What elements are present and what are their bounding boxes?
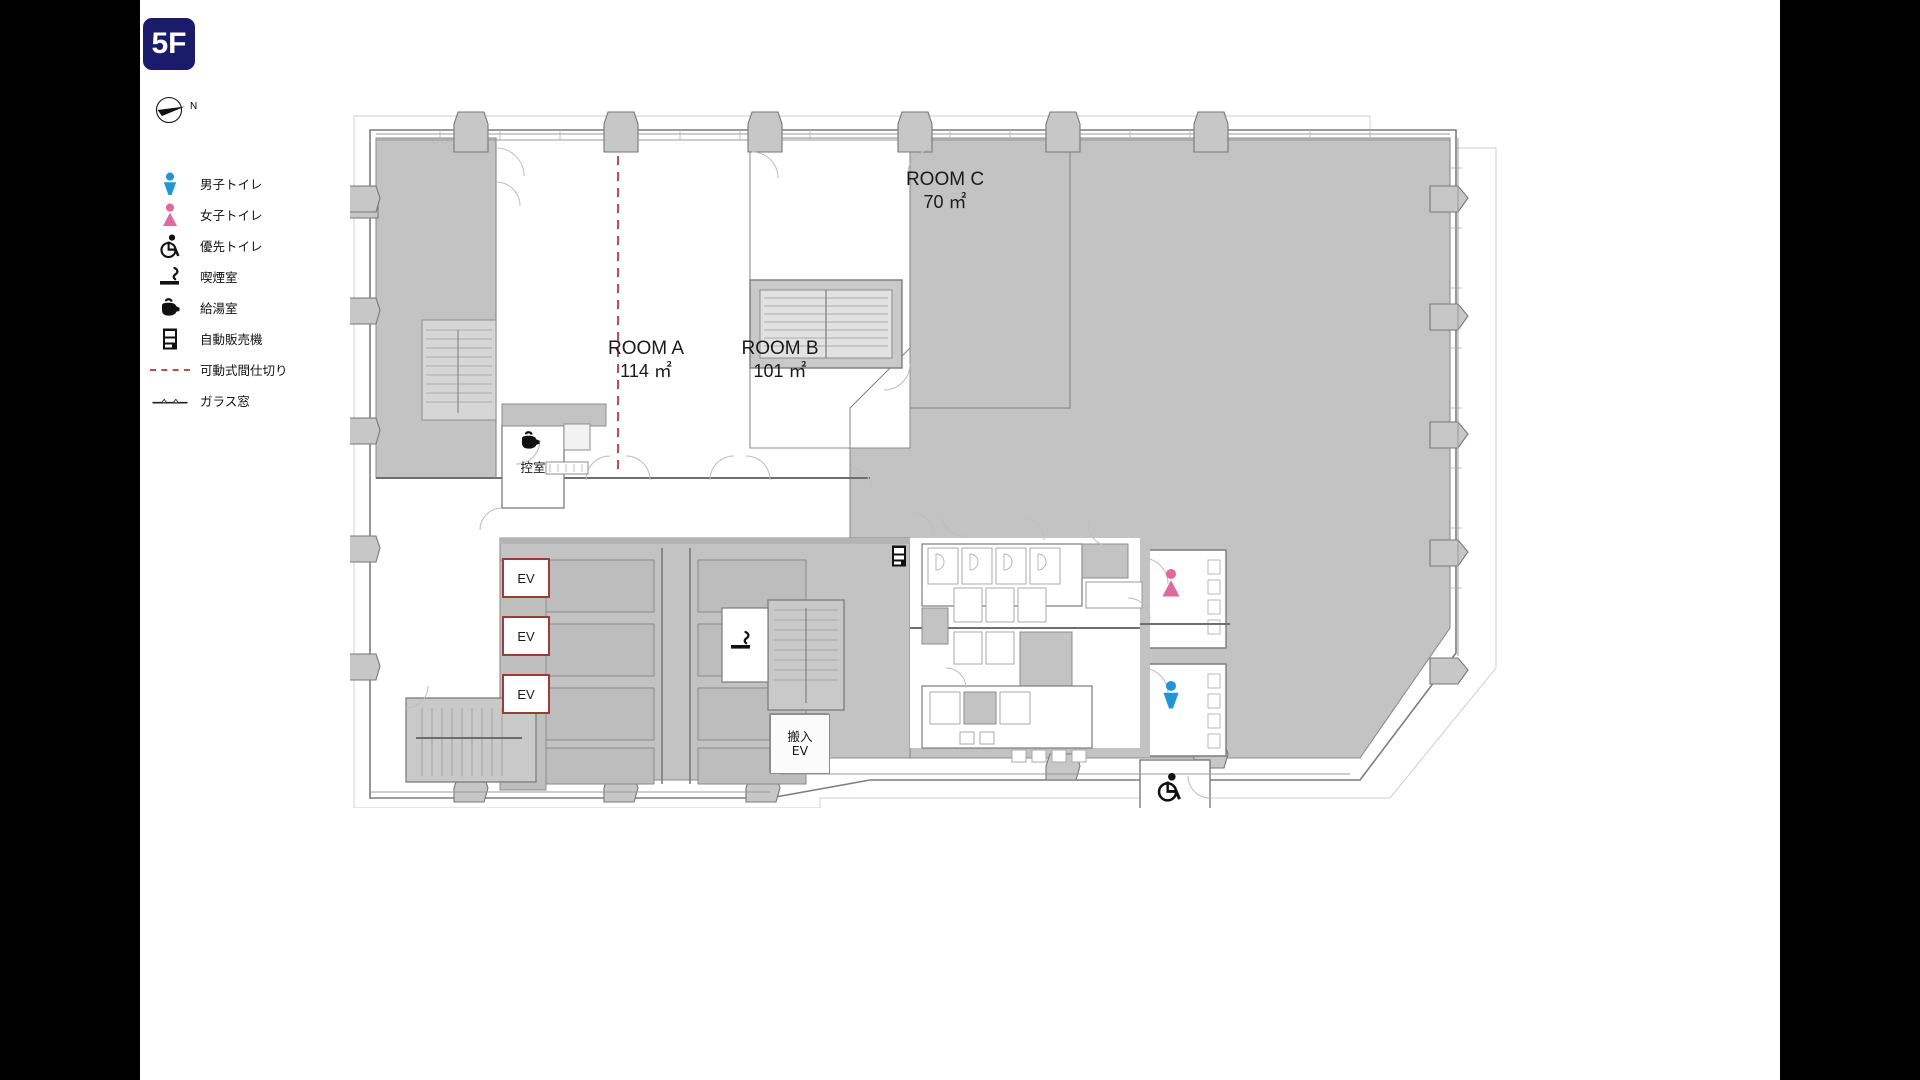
legend-label-male-restroom: 男子トイレ	[200, 177, 263, 192]
room-c-area: 70 ㎡	[923, 192, 967, 212]
legend-label-smoking-room: 喫煙室	[200, 270, 238, 285]
legend-item-smoking-room: 喫煙室	[148, 261, 388, 292]
floor-badge: 5F	[143, 18, 195, 70]
smoking-room-icon	[148, 264, 192, 290]
accessible-restroom-icon	[148, 233, 192, 259]
room-a-name: ROOM A	[607, 338, 684, 359]
plan-vector	[350, 111, 1497, 808]
dashed-line-icon	[148, 357, 192, 383]
male-restroom-icon	[148, 171, 192, 197]
room-a-area: 114 ㎡	[620, 361, 672, 381]
legend-item-female-restroom: 女子トイレ	[148, 199, 388, 230]
pantry-kettle-icon	[518, 430, 543, 452]
legend-item-movable-partition: 可動式間仕切り	[148, 354, 388, 385]
elevator-car-2[interactable]: EV	[502, 616, 550, 656]
left-letterbox-bar	[0, 0, 140, 1080]
pantry-kettle-icon	[148, 295, 192, 321]
legend: 男子トイレ 女子トイレ 優先トイレ	[148, 168, 388, 416]
legend-item-glass-window: ガラス窓	[148, 385, 388, 416]
room-b-name: ROOM B	[741, 338, 819, 359]
room-c-name: ROOM C	[905, 169, 985, 190]
vending-machine-icon	[890, 544, 908, 568]
legend-item-accessible-restroom: 優先トイレ	[148, 230, 388, 261]
freight-elevator-line1: 搬入	[787, 728, 813, 744]
legend-item-pantry: 給湯室	[148, 292, 388, 323]
floor-plan-drawing: ROOM A 114 ㎡ ROOM B 101 ㎡ ROOM C 70 ㎡ EV…	[350, 108, 1500, 808]
legend-label-vending-machine: 自動販売機	[200, 332, 263, 347]
accessible-restroom-icon	[1156, 772, 1184, 802]
legend-label-female-restroom: 女子トイレ	[200, 208, 263, 223]
elevator-car-3[interactable]: EV	[502, 674, 550, 714]
vending-machine-icon	[148, 326, 192, 352]
right-letterbox-bar	[1780, 0, 1920, 1080]
floor-badge-label: 5F	[151, 27, 187, 60]
legend-label-glass-window: ガラス窓	[200, 394, 250, 409]
legend-label-pantry: 給湯室	[200, 301, 238, 316]
legend-label-accessible-restroom: 優先トイレ	[200, 239, 263, 254]
control-room-label: 控室	[520, 460, 546, 475]
legend-label-movable-partition: 可動式間仕切り	[200, 363, 288, 378]
floor-plan-sheet: 5F N 男子トイレ 女子トイ	[140, 0, 1780, 1080]
female-restroom-icon	[148, 202, 192, 228]
freight-elevator-line2: EV	[791, 743, 809, 758]
elevator-car-1[interactable]: EV	[502, 558, 550, 598]
north-label: N	[190, 101, 198, 112]
north-arrow-icon: N	[152, 95, 208, 125]
legend-item-vending-machine: 自動販売機	[148, 323, 388, 354]
smoking-room-icon	[728, 630, 754, 652]
freight-elevator[interactable]: 搬入 EV	[770, 714, 830, 774]
female-restroom-icon	[1160, 568, 1182, 598]
glass-window-icon	[148, 388, 192, 414]
male-restroom-icon	[1160, 680, 1182, 710]
legend-item-male-restroom: 男子トイレ	[148, 168, 388, 199]
room-b-area: 101 ㎡	[753, 361, 807, 381]
